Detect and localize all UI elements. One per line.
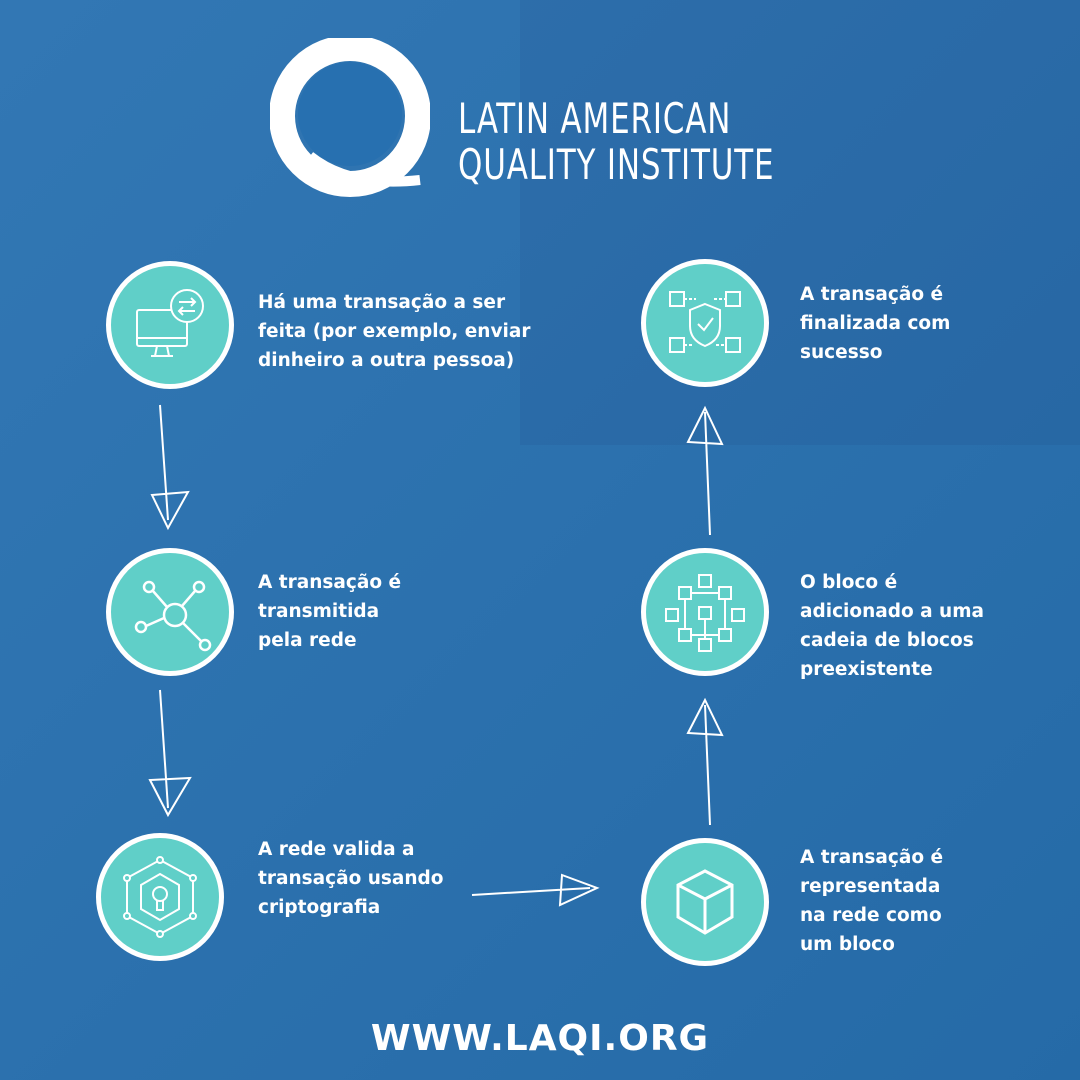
- text-line: dinheiro a outra pessoa): [258, 350, 515, 371]
- arrow-up-2: [686, 405, 724, 536]
- laqi-logo-icon: [270, 38, 430, 197]
- text-line: adicionado a uma: [800, 601, 984, 622]
- text-line: transmitida: [258, 601, 380, 622]
- brand-line-1: LATIN AMERICAN: [458, 94, 732, 143]
- text-line: transação usando: [258, 868, 444, 889]
- step-1-circle: [106, 261, 234, 389]
- blockchain-icon: [665, 574, 745, 652]
- text-line: sucesso: [800, 342, 883, 363]
- secure-blocks-shield-icon: [669, 291, 741, 353]
- text-line: criptografia: [258, 897, 381, 918]
- text-line: O bloco é: [800, 572, 898, 593]
- text-line: na rede como: [800, 905, 942, 926]
- text-line: Há uma transação a ser: [258, 292, 506, 313]
- text-line: A transação é: [258, 572, 402, 593]
- step-5-text: O bloco é adicionado a uma cadeia de bloco…: [800, 568, 984, 684]
- cryptography-lock-icon: [123, 856, 197, 938]
- step-6-text: A transação é finalizada com sucesso: [800, 280, 950, 367]
- arrow-down-1: [150, 404, 190, 531]
- text-line: preexistente: [800, 659, 933, 680]
- brand-line-2: QUALITY INSTITUTE: [458, 140, 775, 189]
- text-line: A transação é: [800, 847, 944, 868]
- text-line: cadeia de blocos: [800, 630, 974, 651]
- arrow-right: [471, 873, 600, 907]
- text-line: A rede valida a: [258, 839, 415, 860]
- step-6-circle: [641, 259, 769, 387]
- arrow-down-2: [148, 689, 192, 818]
- brand-name: LATIN AMERICAN QUALITY INSTITUTE: [458, 96, 774, 188]
- text-line: feita (por exemplo, enviar: [258, 321, 531, 342]
- arrow-up-1: [686, 697, 724, 826]
- step-4-text: A transação é representada na rede como um …: [800, 843, 943, 959]
- step-2-text: A transação é transmitida pela rede: [258, 568, 401, 655]
- step-3-circle: [96, 833, 224, 961]
- text-line: um bloco: [800, 934, 895, 955]
- website-url[interactable]: WWW.LAQI.ORG: [370, 1018, 710, 1059]
- network-nodes-icon: [134, 580, 212, 652]
- text-line: pela rede: [258, 630, 357, 651]
- text-line: representada: [800, 876, 941, 897]
- background-panel: [520, 0, 1080, 445]
- step-5-circle: [641, 548, 769, 676]
- text-line: finalizada com: [800, 313, 951, 334]
- cube-block-icon: [676, 869, 734, 935]
- step-1-text: Há uma transação a ser feita (por exemplo…: [258, 288, 530, 375]
- computer-transfer-icon: [136, 289, 204, 357]
- step-3-text: A rede valida a transação usando criptogra…: [258, 835, 444, 922]
- step-2-circle: [106, 548, 234, 676]
- step-4-circle: [641, 838, 769, 966]
- text-line: A transação é: [800, 284, 944, 305]
